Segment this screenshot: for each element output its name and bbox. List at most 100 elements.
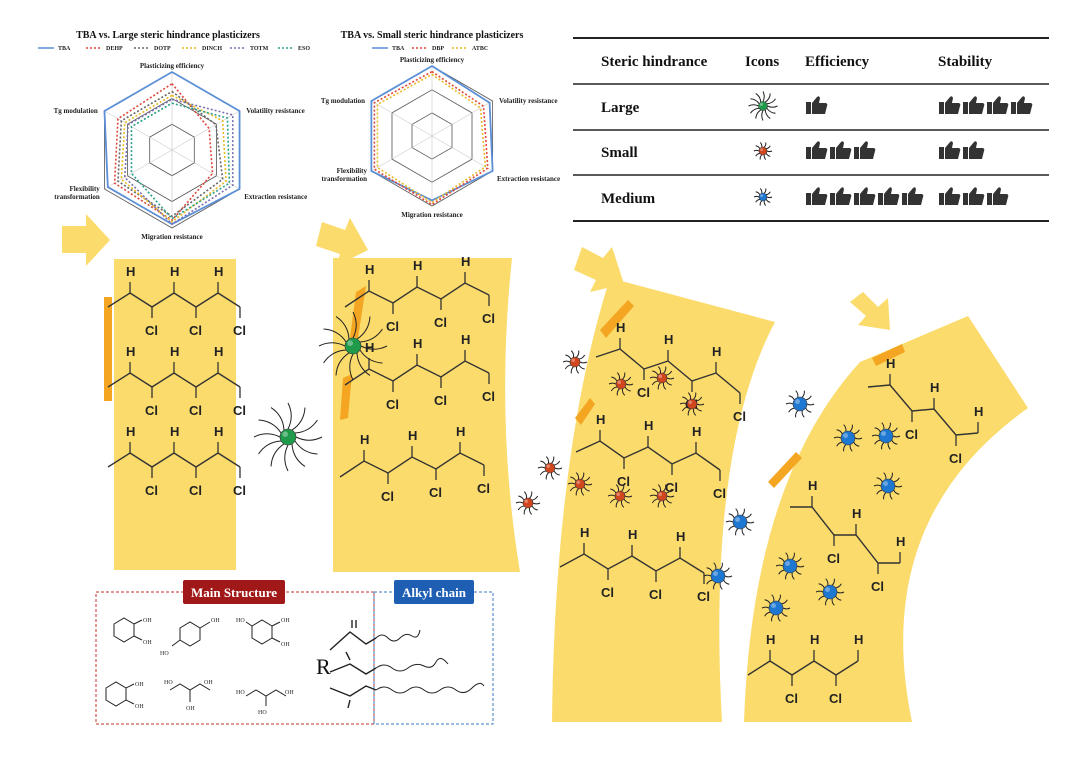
- hydrogen-atom-label: H: [596, 412, 605, 427]
- hydrogen-atom-label: H: [214, 344, 223, 359]
- strip-3-edge-a: [600, 300, 634, 338]
- radar-axis-label: transformation: [322, 175, 368, 183]
- radar-spoke: [371, 135, 433, 172]
- hydrogen-atom-label: H: [456, 424, 465, 439]
- chlorine-atom-label: Cl: [386, 319, 399, 334]
- svg-text:HO: HO: [164, 680, 173, 686]
- small-plasticizer-molecule: [649, 366, 675, 390]
- strip-2-edge-b: [340, 374, 352, 420]
- table-header-steric: Steric hindrance: [601, 54, 708, 70]
- legend-label-eso: ESO: [298, 46, 310, 52]
- chlorine-atom-label: Cl: [145, 483, 158, 498]
- svg-text:OH: OH: [281, 642, 290, 648]
- svg-text:HO: HO: [236, 618, 245, 624]
- chlorine-atom-label: Cl: [949, 451, 962, 466]
- radar-series-tba: [370, 64, 494, 202]
- hydrogen-atom-label: H: [360, 432, 369, 447]
- hydrogen-atom-label: H: [461, 254, 470, 269]
- chlorine-atom-label: Cl: [381, 489, 394, 504]
- medium-plasticizer-molecule: [703, 562, 733, 590]
- radar-spoke: [371, 100, 433, 137]
- radar-small-title: TBA vs. Small steric hindrance plasticiz…: [341, 30, 524, 41]
- thumbs-up-icon: [902, 187, 924, 205]
- chlorine-atom-label: Cl: [477, 481, 490, 496]
- medium-plasticizer-molecule: [833, 424, 863, 452]
- radar-chart-small-steric: TBA vs. Small steric hindrance plasticiz…: [321, 30, 560, 219]
- radar-axis-label: transformation: [54, 193, 100, 201]
- table-row-label-large: Large: [601, 100, 640, 116]
- svg-text:OH: OH: [285, 690, 294, 696]
- small-plasticizer-molecule: [562, 350, 588, 374]
- medium-plasticizer-molecule: [871, 422, 901, 450]
- medium-plasticizer-molecule: [725, 508, 755, 536]
- radar-series-dinch: [120, 94, 227, 223]
- svg-text:OH: OH: [204, 680, 213, 686]
- radar-spoke: [104, 149, 173, 190]
- main-structure-badge: [183, 580, 285, 604]
- chlorine-atom-label: Cl: [871, 579, 884, 594]
- svg-text:OH: OH: [135, 704, 144, 710]
- cyclohexane-dicarboxylic-structure: OH OH: [105, 681, 144, 710]
- chlorine-atom-label: Cl: [189, 323, 202, 338]
- arrow-4: [850, 292, 890, 330]
- thumbs-up-icon: [854, 187, 876, 205]
- chlorine-atom-label: Cl: [233, 403, 246, 418]
- hydrogen-atom-label: H: [886, 356, 895, 371]
- radar-axis-label: Extraction resistance: [497, 175, 560, 183]
- hydrogen-atom-label: H: [170, 424, 179, 439]
- svg-text:HO: HO: [258, 710, 267, 716]
- svg-text:OH: OH: [186, 706, 195, 712]
- svg-text:OH: OH: [143, 618, 152, 624]
- hydrogen-atom-label: H: [413, 258, 422, 273]
- triester-structure: [329, 620, 485, 709]
- radar-axis-label: Volatility resistance: [499, 97, 558, 105]
- structure-legend: Main Structure Alkyl chain OH OH OH HO O…: [95, 580, 494, 725]
- citric-acid-structure: HO OH OH: [164, 680, 213, 712]
- r-group-label: R: [316, 654, 331, 679]
- svg-text:HO: HO: [236, 690, 245, 696]
- arrow-2: [316, 218, 368, 266]
- svg-text:HO: HO: [160, 651, 169, 657]
- hydrogen-atom-label: H: [808, 478, 817, 493]
- strip-4-edge-b: [768, 452, 802, 488]
- trimellitic-acid-structure: OH OH HO: [236, 618, 290, 648]
- hydrogen-atom-label: H: [676, 529, 685, 544]
- radar-series-eso: [130, 102, 231, 220]
- chlorine-atom-label: Cl: [233, 323, 246, 338]
- hydrogen-atom-label: H: [365, 262, 374, 277]
- thumbs-up-icon: [939, 141, 961, 159]
- legend-label-tba: TBA: [392, 46, 405, 52]
- alkyl-chain-label: Alkyl chain: [402, 585, 467, 600]
- chlorine-atom-label: Cl: [429, 485, 442, 500]
- radar-spoke: [171, 110, 240, 151]
- hydrogen-atom-label: H: [896, 534, 905, 549]
- thumbs-up-icon: [987, 96, 1009, 114]
- strip-3-edge-b: [575, 398, 595, 425]
- legend-label-dehp: DEHP: [106, 46, 123, 52]
- hydrogen-atom-label: H: [974, 404, 983, 419]
- table-cells: [748, 91, 1033, 206]
- hydrogen-atom-label: H: [214, 264, 223, 279]
- radar-series-dotp: [117, 90, 224, 218]
- thumbs-up-icon: [878, 187, 900, 205]
- hydrogen-atom-label: H: [413, 336, 422, 351]
- chlorine-atom-label: Cl: [617, 474, 630, 489]
- radar-axis-label: Plasticizing efficiency: [400, 56, 465, 64]
- aconitic-acid-structure: HO OH HO: [236, 689, 294, 716]
- svg-text:OH: OH: [211, 618, 220, 624]
- svg-text:OH: OH: [281, 618, 290, 624]
- thumbs-up-icon: [830, 141, 852, 159]
- hydrogen-atom-label: H: [852, 506, 861, 521]
- radar-axis-label: Flexibility: [337, 167, 368, 175]
- orange-molecule-icon: [753, 142, 773, 160]
- small-plasticizer-molecule: [607, 484, 633, 508]
